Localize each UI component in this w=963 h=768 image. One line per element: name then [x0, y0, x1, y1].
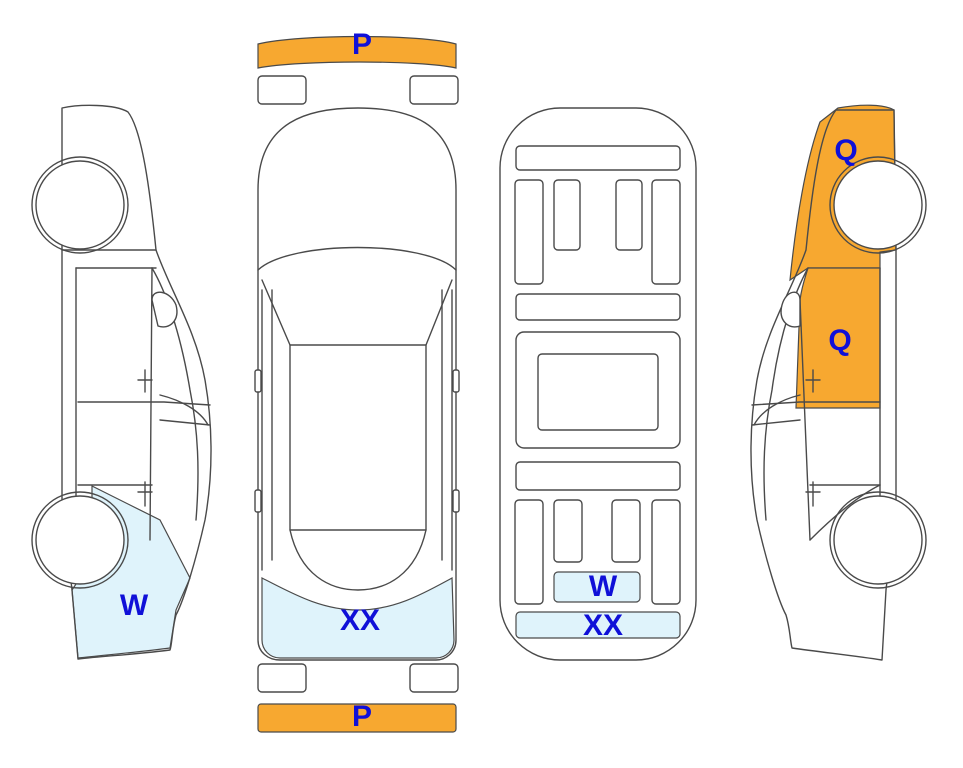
top-view: P XX P [254, 28, 460, 733]
rear-bumper-area[interactable] [257, 703, 457, 733]
label-front-bumper: P [352, 28, 372, 61]
label-underbody-rear-bumper: XX [583, 609, 623, 642]
label-left-rear-quarter: W [120, 589, 149, 622]
label-right-front-door: Q [828, 324, 851, 357]
right-body-outline [750, 109, 897, 661]
front-bumper-area[interactable] [257, 35, 457, 69]
label-top-rear-bumper: XX [340, 604, 380, 637]
label-underbody-rear: W [589, 570, 618, 603]
underbody-rear-bumper-area[interactable] [515, 611, 681, 639]
underbody-rear-area[interactable] [553, 571, 641, 603]
label-right-front-fender: Q [834, 134, 857, 167]
right-side-view: Q Q [750, 104, 927, 661]
left-side-view: W [31, 104, 212, 660]
left-body-outline [61, 104, 212, 660]
label-rear-bumper: P [352, 700, 372, 733]
right-front-door-area[interactable] [795, 267, 881, 409]
underbody-view: W XX [499, 107, 697, 661]
underbody-outline [499, 107, 697, 661]
top-body-outline [257, 107, 457, 661]
top-rear-bumper-area[interactable] [261, 577, 455, 659]
